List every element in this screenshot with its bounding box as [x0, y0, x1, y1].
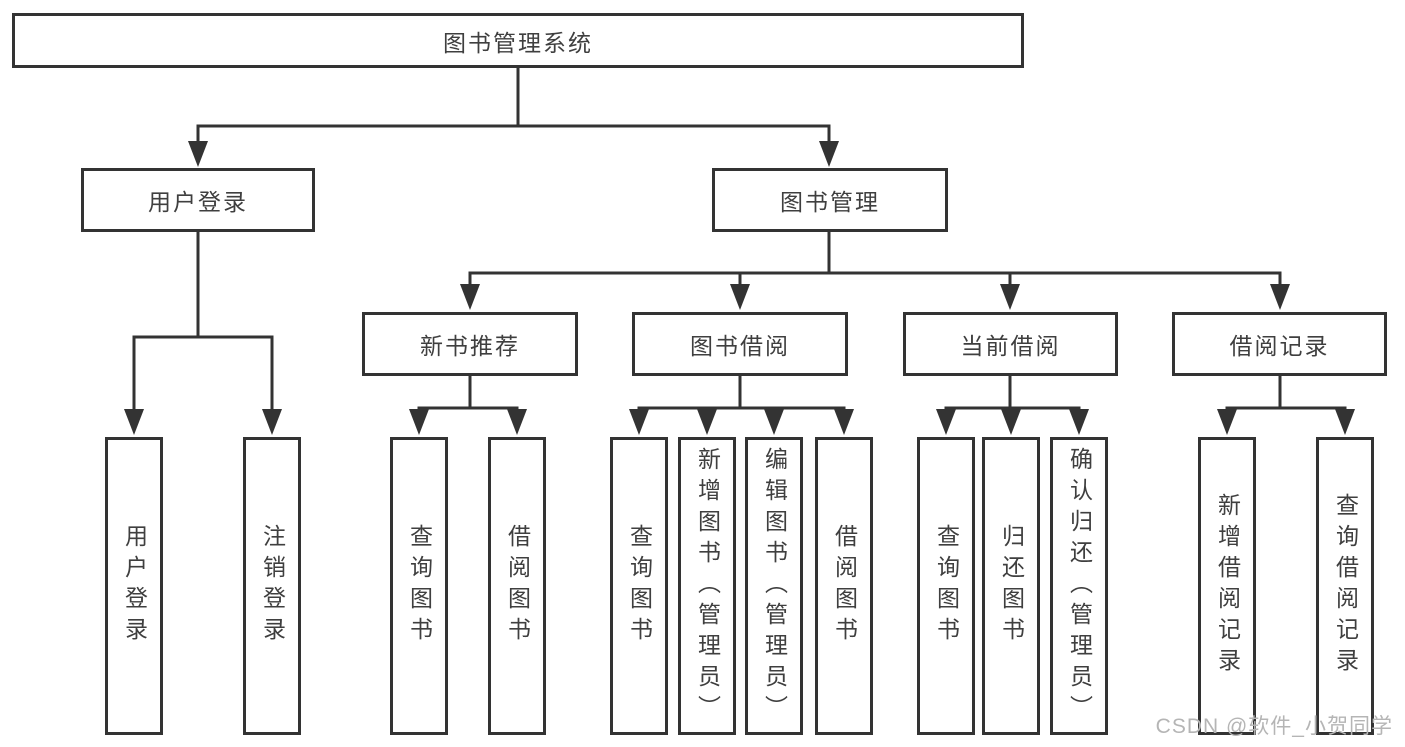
node-label: 查询借阅记录 — [1332, 493, 1359, 679]
arrow-head — [124, 409, 144, 435]
leaf-cb-return-book: 归还图书 — [982, 437, 1040, 735]
leaf-cb-query-book: 查询图书 — [917, 437, 975, 735]
node-label: 用户登录 — [121, 524, 148, 648]
connector-path — [944, 374, 1081, 413]
arrow-head — [629, 409, 649, 435]
node-label: 归还图书 — [998, 524, 1025, 648]
connector-group-new-book-recommend — [409, 374, 527, 435]
connector-group-current-borrow — [936, 374, 1089, 435]
arrow-head — [834, 409, 854, 435]
arrow-head — [764, 409, 784, 435]
connector-group-book-borrow — [629, 374, 854, 435]
arrow-head — [507, 409, 527, 435]
arrow-head — [460, 284, 480, 310]
node-current-borrow: 当前借阅 — [903, 312, 1118, 376]
arrow-head — [1001, 409, 1021, 435]
node-label: 借阅图书 — [504, 524, 531, 648]
leaf-bb-add-book-admin: 新增图书（管理员） — [678, 437, 736, 735]
arrow-head — [1270, 284, 1290, 310]
node-root: 图书管理系统 — [12, 13, 1024, 68]
leaf-bb-query-book: 查询图书 — [610, 437, 668, 735]
connector-group-user-login — [124, 230, 282, 435]
arrow-head — [730, 284, 750, 310]
leaf-rec-query-book: 查询图书 — [390, 437, 448, 735]
node-book-borrow: 图书借阅 — [632, 312, 848, 376]
node-label: 新增借阅记录 — [1214, 493, 1241, 679]
leaf-cb-confirm-return-admin: 确认归还（管理员） — [1050, 437, 1108, 735]
node-borrow-records: 借阅记录 — [1172, 312, 1387, 376]
node-label: 新增图书（管理员） — [694, 446, 721, 726]
leaf-bb-edit-book-admin: 编辑图书（管理员） — [745, 437, 803, 735]
node-label: 确认归还（管理员） — [1066, 446, 1093, 726]
connector-path — [196, 66, 831, 145]
connector-group-book-management — [460, 230, 1290, 310]
arrow-head — [1000, 284, 1020, 310]
leaf-user-login: 用户登录 — [105, 437, 163, 735]
node-user-login: 用户登录 — [81, 168, 315, 232]
node-label: 查询图书 — [406, 524, 433, 648]
leaf-logout-login: 注销登录 — [243, 437, 301, 735]
connector-group-root — [188, 66, 839, 167]
node-label: 借阅图书 — [831, 524, 858, 648]
node-label: 查询图书 — [933, 524, 960, 648]
node-label: 查询图书 — [626, 524, 653, 648]
arrow-head — [409, 409, 429, 435]
arrow-head — [1217, 409, 1237, 435]
connector-group-borrow-records — [1217, 374, 1355, 435]
arrow-head — [1335, 409, 1355, 435]
node-new-book-recommend: 新书推荐 — [362, 312, 578, 376]
arrow-head — [697, 409, 717, 435]
node-book-management: 图书管理 — [712, 168, 948, 232]
leaf-br-add-record: 新增借阅记录 — [1198, 437, 1256, 735]
csdn-watermark: CSDN @软件_小贺同学 — [1155, 715, 1393, 738]
node-label: 注销登录 — [259, 524, 286, 648]
arrow-head — [1069, 409, 1089, 435]
connector-path — [417, 374, 519, 413]
arrow-head — [819, 141, 839, 167]
arrow-head — [936, 409, 956, 435]
connector-path — [637, 374, 846, 413]
leaf-br-query-record: 查询借阅记录 — [1316, 437, 1374, 735]
node-label: 编辑图书（管理员） — [761, 446, 788, 726]
leaf-rec-borrow-book: 借阅图书 — [488, 437, 546, 735]
arrow-head — [188, 141, 208, 167]
connector-path — [132, 230, 274, 413]
arrow-head — [262, 409, 282, 435]
connector-path — [468, 230, 1282, 288]
connector-path — [1225, 374, 1347, 413]
leaf-bb-borrow-book: 借阅图书 — [815, 437, 873, 735]
